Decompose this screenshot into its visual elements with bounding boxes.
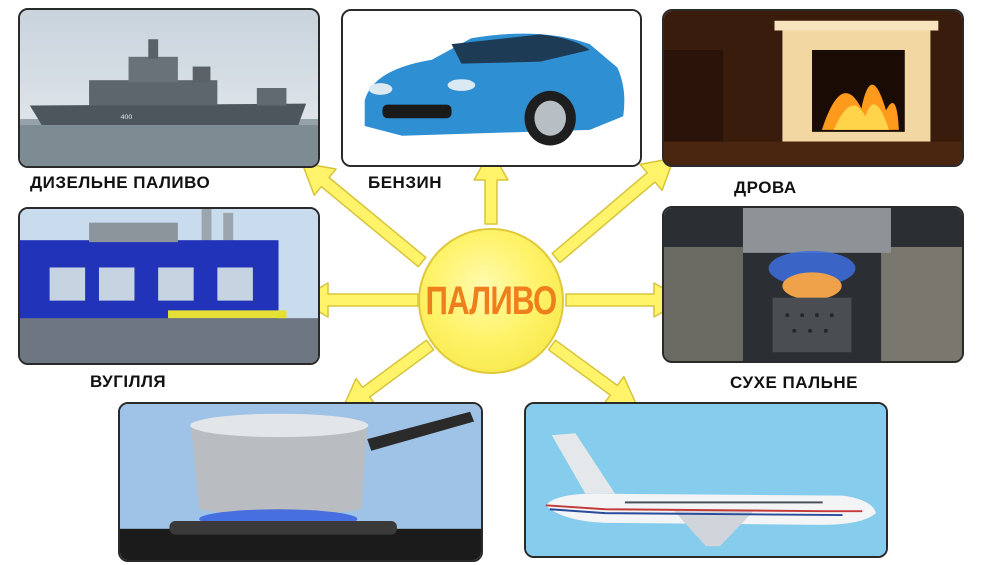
gas-stove-pot-photo-icon	[120, 404, 481, 560]
coal-photo	[18, 207, 320, 365]
kerosene-photo	[524, 402, 888, 558]
arrow-to-firewood	[551, 157, 675, 264]
sports-car-photo-icon	[343, 11, 640, 165]
svg-text:400: 400	[121, 114, 133, 121]
airplane-photo-icon	[526, 404, 886, 556]
warship-photo-icon: 400	[20, 10, 318, 166]
power-plant-photo-icon	[20, 209, 318, 363]
dry-fuel-burner-photo-icon	[664, 208, 962, 361]
arrow-to-kerosene	[547, 339, 639, 409]
fuel-center-circle: ПАЛИВО	[418, 228, 564, 374]
label-coal: ВУГІЛЛЯ	[90, 372, 167, 391]
label-petrol: БЕНЗИН	[368, 173, 442, 192]
gas-photo	[118, 402, 483, 562]
label-diesel: ДИЗЕЛЬНЕ ПАЛИВО	[30, 173, 211, 192]
dry-fuel-photo	[662, 206, 964, 363]
arrow-to-diesel	[301, 162, 427, 268]
fireplace-photo-icon	[664, 11, 962, 165]
diesel-photo: 400	[18, 8, 320, 168]
label-firewood: ДРОВА	[734, 178, 797, 197]
petrol-photo	[341, 9, 642, 167]
center-label: ПАЛИВО	[425, 278, 558, 323]
label-dry-fuel: СУХЕ ПАЛЬНЕ	[730, 373, 858, 392]
firewood-photo	[662, 9, 964, 167]
arrow-to-gas	[341, 339, 435, 411]
